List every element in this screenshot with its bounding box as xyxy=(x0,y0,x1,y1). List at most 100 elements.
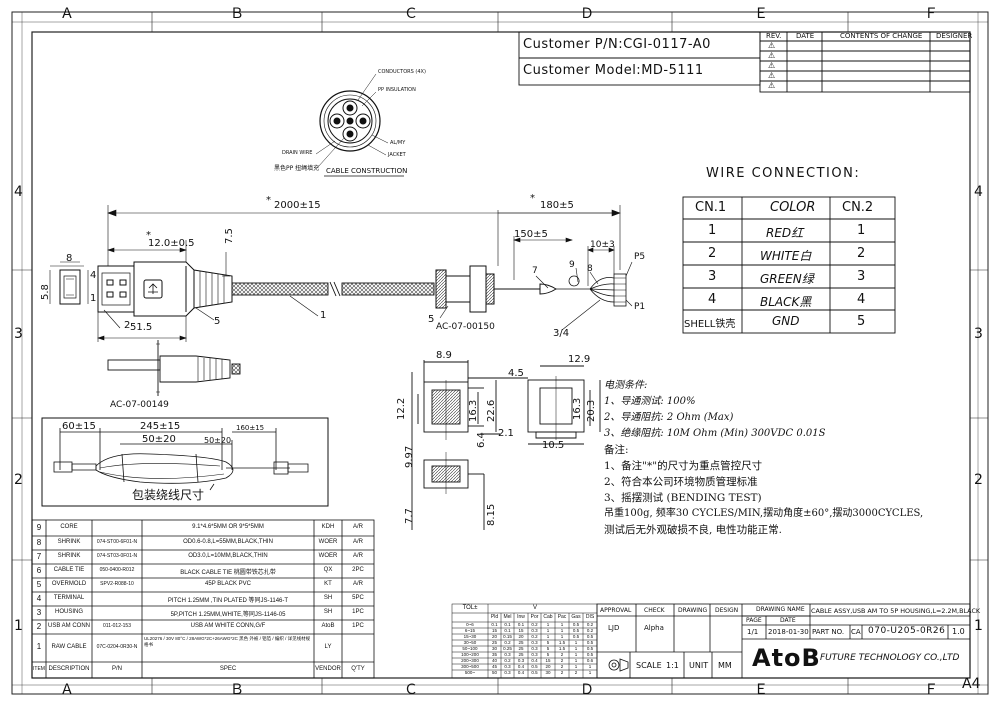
rev-symbol: ⚠ xyxy=(768,51,776,60)
note-line: 2、导通阻抗: 2 Ohm (Max) xyxy=(604,412,734,423)
note-line: 备注: xyxy=(604,444,629,456)
bom-spec: 45P BLACK PVC xyxy=(205,581,251,587)
cable-body xyxy=(231,281,435,297)
tol-value: 0.3 xyxy=(531,628,538,633)
tol-value: 1 xyxy=(546,628,550,633)
tol-range: 15~30 xyxy=(463,634,477,639)
tol-value: 0.2 xyxy=(586,622,594,627)
dim-150: 150±5 xyxy=(514,229,548,240)
wc-header-color: COLOR xyxy=(770,200,816,215)
frame-row-left-1: 1 xyxy=(14,618,23,634)
bom-spec: OD0.6-0.8,L=55MM,BLACK,THIN xyxy=(183,539,273,545)
bom-desc: OVERMOLD xyxy=(51,581,87,587)
tol-col: Cab xyxy=(543,614,553,620)
frame-col-top-f: Ｆ xyxy=(924,6,938,22)
tol-value: 2 xyxy=(560,670,564,675)
frame-col-bottom-f: Ｆ xyxy=(924,682,938,698)
dim-p1: P1 xyxy=(634,302,646,312)
tol-value: 2 xyxy=(560,664,564,669)
wc-row-cn1: 2 xyxy=(708,246,717,261)
frame-col-top-c: Ｃ xyxy=(404,6,418,22)
dim-9: 9 xyxy=(569,260,575,270)
cable-construction-title: CABLE CONSTRUCTION xyxy=(326,167,408,175)
rev-header-rev: REV. xyxy=(766,32,782,40)
tol-value: 0.3 xyxy=(504,670,511,675)
tol-col: Por xyxy=(530,614,539,620)
tol-value: 1 xyxy=(560,634,564,639)
bom-vendor: KDH xyxy=(321,524,335,530)
wc-row-color: RED红 xyxy=(766,226,804,240)
tb-page-label: PAGE xyxy=(746,617,762,624)
bom-pn: 011-012-153 xyxy=(103,623,131,629)
tol-value: 30 xyxy=(545,670,551,675)
label-drain-wire: DRAIN WIRE xyxy=(282,150,313,156)
frame-col-top-a: Ａ xyxy=(60,6,74,22)
tol-value: 0.3 xyxy=(531,640,538,645)
wc-header-cn1: CN.1 xyxy=(695,200,727,215)
tol-range: 50~100 xyxy=(462,646,478,651)
tol-value: 5 xyxy=(546,646,550,651)
note-line: 1、导通测试: 100% xyxy=(604,396,696,407)
frame-row-left-2: 2 xyxy=(14,472,23,488)
tol-range: 6~15 xyxy=(464,628,476,633)
tol-value: 20 xyxy=(545,664,551,669)
tol-value: 1 xyxy=(546,634,550,639)
tol-value: 2 xyxy=(560,652,564,657)
tol-value: 0.3 xyxy=(517,658,525,663)
tb-page: 1/1 xyxy=(747,628,759,636)
tol-value: 0.1 xyxy=(491,622,498,627)
bom-pn: 074-ST03-0F01-N xyxy=(96,553,138,559)
tol-value: 15 xyxy=(545,658,551,663)
bom-header-desc: DESCRIPTION xyxy=(48,666,90,672)
bom-vendor: SH xyxy=(323,595,333,601)
tb-part-no-label: PART NO. xyxy=(812,628,845,636)
tol-value: 0.5 xyxy=(586,634,594,639)
frame-row-left-4: 4 xyxy=(14,184,23,200)
bom-vendor: WOER xyxy=(318,553,338,559)
bom-item: 1 xyxy=(36,642,42,651)
dim-2: 2 xyxy=(124,320,131,331)
bom-qty: A/R xyxy=(352,524,363,530)
wire-connection-title: WIRE CONNECTION: xyxy=(706,166,861,181)
label-al-mylar: AL/MY xyxy=(390,140,406,146)
tb-check-name: Alpha xyxy=(644,624,664,632)
dim-left-star: * xyxy=(146,230,151,241)
bom-pn: SPV2-R088-10 xyxy=(100,581,134,587)
ac-left-label: AC-07-00149 xyxy=(110,400,169,410)
tol-value: 15 xyxy=(491,628,497,633)
dim-4: 4 xyxy=(90,270,97,281)
tol-value: 5 xyxy=(546,640,550,645)
tol-value: 0.4 xyxy=(517,664,525,669)
tol-value: 25 xyxy=(518,640,524,645)
tol-value: 1.5 xyxy=(558,646,566,651)
tol-range: 30~50 xyxy=(463,640,477,645)
wire-connection-table-lines xyxy=(682,196,896,334)
dim-12: 12.0±0.5 xyxy=(148,238,195,249)
bom-header-spec: SPEC xyxy=(219,666,237,672)
bom-item: 6 xyxy=(36,566,42,575)
tol-value: 25 xyxy=(518,652,524,657)
bom-vendor: AtoB xyxy=(321,623,335,629)
tol-value: 1 xyxy=(574,646,578,651)
pack-245: 245±15 xyxy=(140,421,181,432)
label-pp-insulation: PP INSULATION xyxy=(378,87,416,93)
company-logo: AtoB xyxy=(752,644,821,672)
tol-value: 0.3 xyxy=(504,652,511,657)
dim-7-7: 7.7 xyxy=(404,508,415,524)
bom-desc: HOUSING xyxy=(54,609,83,615)
wc-row-color: GND xyxy=(772,314,800,328)
tol-value: 15 xyxy=(518,628,524,633)
tol-range: 300~500 xyxy=(461,664,479,669)
dim-1: 1 xyxy=(90,293,97,304)
tolerance-table-lines xyxy=(451,603,598,679)
tb-scale: 1:1 xyxy=(666,661,679,670)
tb-unit: MM xyxy=(718,661,732,670)
dim-right-star: * xyxy=(530,193,535,204)
frame-row-right-4: 4 xyxy=(974,184,983,200)
frame-col-bottom-b: Ｂ xyxy=(230,682,244,698)
bom-header-qty: Q'TY xyxy=(351,666,365,672)
tol-value: 5 xyxy=(546,652,550,657)
header-boxes xyxy=(518,31,971,93)
dim-34: 3/4 xyxy=(553,328,570,339)
pack-50b: 50±20 xyxy=(204,436,232,445)
